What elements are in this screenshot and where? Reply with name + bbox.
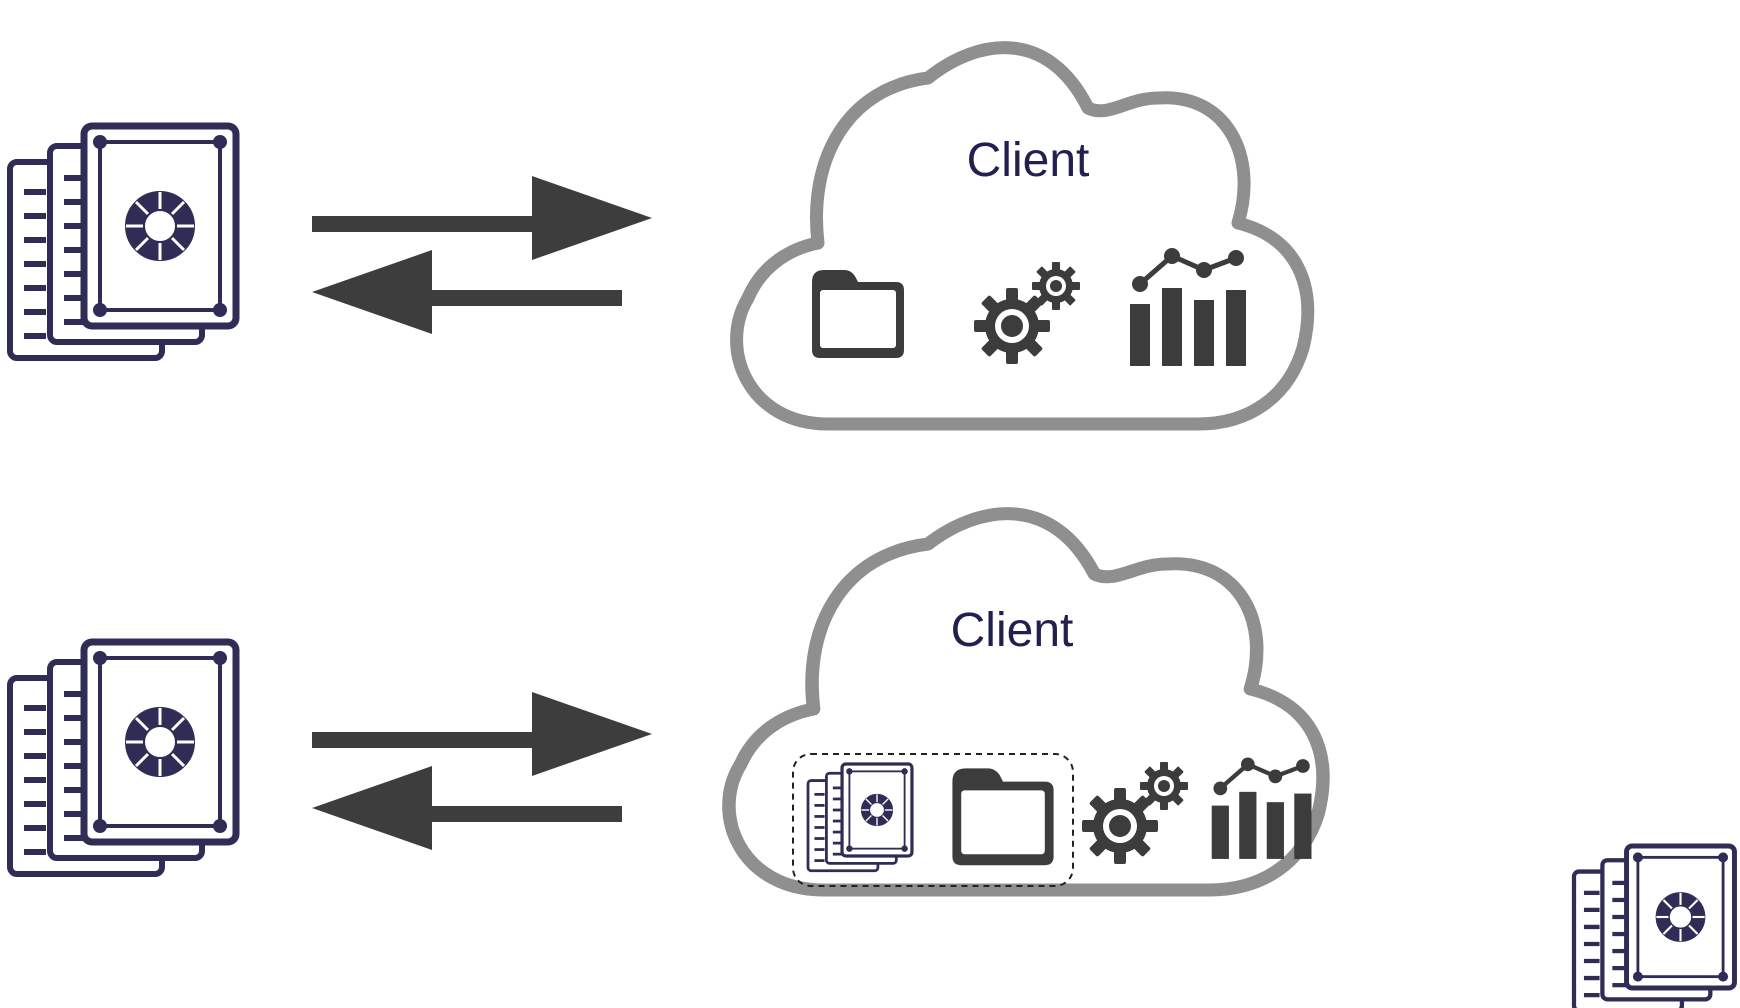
- folder-icon: [812, 270, 904, 358]
- top-cloud: Client: [737, 48, 1308, 424]
- grouped-icons-box: [792, 753, 1074, 887]
- bottom-vault-icon: [10, 642, 236, 874]
- standalone-vault-icon: [1574, 846, 1734, 1008]
- bottom-cloud-title: Client: [951, 604, 1074, 657]
- bottom-cloud: Client: [729, 514, 1323, 890]
- vault-icon: [808, 764, 912, 871]
- top-vault-icon: [10, 126, 236, 358]
- folder-icon: [952, 768, 1054, 866]
- bottom-arrows-icon: [312, 692, 652, 850]
- top-arrows-icon: [312, 176, 652, 334]
- top-cloud-title: Client: [967, 134, 1090, 187]
